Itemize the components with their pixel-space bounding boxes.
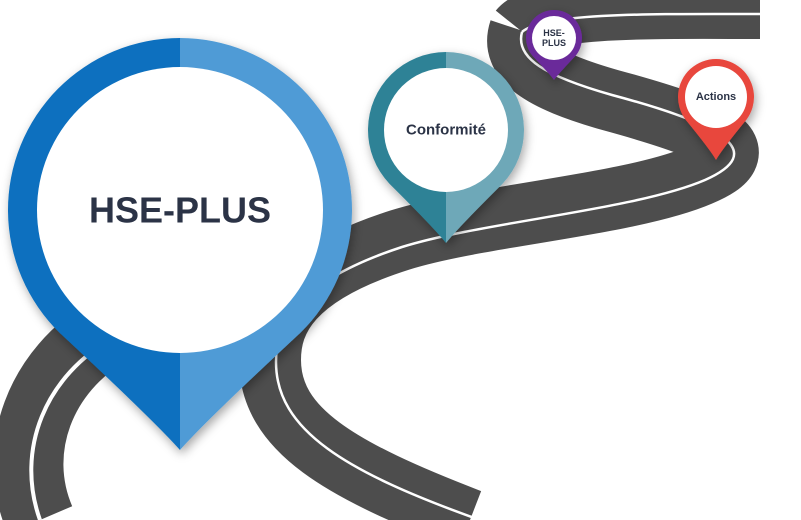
pin-main-label: HSE-PLUS bbox=[89, 190, 271, 231]
pin-main-inner-circle bbox=[37, 67, 323, 353]
pin-conformite-label: Conformité bbox=[406, 122, 486, 139]
pin-actions-inner-circle bbox=[685, 66, 747, 128]
pin-conformite-inner-circle bbox=[384, 68, 508, 192]
pin-actions-label: Actions bbox=[696, 91, 736, 103]
pin-small-inner-circle bbox=[532, 16, 576, 60]
pin-small-label: HSE- bbox=[543, 28, 565, 38]
pin-small-label: PLUS bbox=[542, 38, 566, 48]
